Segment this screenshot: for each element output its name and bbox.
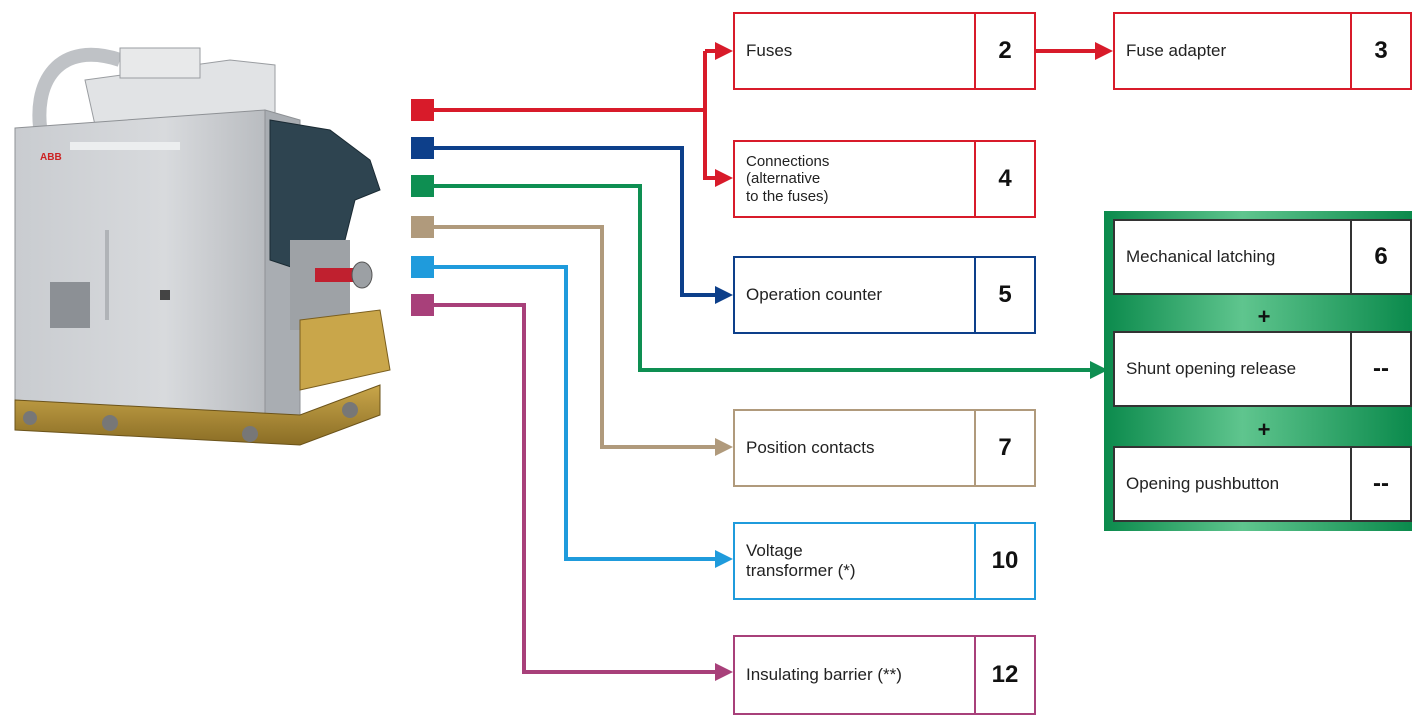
box-fuse-adapter: Fuse adapter 3 <box>1113 12 1412 90</box>
line-blue <box>434 146 715 297</box>
legend-square-tan <box>411 216 434 238</box>
box-fuses: Fuses 2 <box>733 12 1036 90</box>
box-number: 2 <box>974 14 1034 88</box>
plus-sign: + <box>1257 417 1271 442</box>
plus-sign: + <box>1257 304 1271 329</box>
line-cyan <box>434 265 715 561</box>
box-label: Fuses <box>746 41 793 61</box>
legend-square-red <box>411 99 434 121</box>
box-label: Mechanical latching <box>1126 247 1276 267</box>
box-label: Shunt opening release <box>1126 359 1297 379</box>
box-shunt-opening-release: Shunt opening release -- <box>1113 331 1412 407</box>
arrow-red-fuses <box>715 42 733 60</box>
line-magenta <box>434 303 715 674</box>
box-insulating-barrier: Insulating barrier (**) 12 <box>733 635 1036 715</box>
arrow-red-adapter <box>1095 42 1113 60</box>
legend-square-green <box>411 175 434 197</box>
box-number: 4 <box>974 142 1034 216</box>
box-connections: Connections (alternative to the fuses) 4 <box>733 140 1036 218</box>
circuit-breaker-photo: ABB <box>14 47 391 446</box>
box-number: 5 <box>974 258 1034 332</box>
box-position-contacts: Position contacts 7 <box>733 409 1036 487</box>
box-opening-pushbutton: Opening pushbutton -- <box>1113 446 1412 522</box>
arrow-tan-contacts <box>715 438 733 456</box>
box-number: -- <box>1350 333 1410 405</box>
box-mechanical-latching: Mechanical latching 6 <box>1113 219 1412 295</box>
arrow-magenta-barrier <box>715 663 733 681</box>
legend-square-magenta <box>411 294 434 316</box>
box-label: Connections (alternative to the fuses) <box>746 153 830 205</box>
box-number: -- <box>1350 448 1410 520</box>
line-red-branch <box>703 51 715 180</box>
box-number: 12 <box>974 637 1034 713</box>
arrow-green-group <box>1090 361 1108 379</box>
box-label: Operation counter <box>746 285 883 305</box>
arrow-cyan-vt <box>715 550 733 568</box>
line-green <box>434 184 1090 372</box>
box-label: Position contacts <box>746 438 875 458</box>
box-number: 3 <box>1350 14 1410 88</box>
box-operation-counter: Operation counter 5 <box>733 256 1036 334</box>
arrow-red-connections <box>715 169 733 187</box>
line-tan <box>434 225 715 449</box>
box-label: Voltage transformer (*) <box>746 541 856 580</box>
box-number: 7 <box>974 411 1034 485</box>
svg-text:ABB: ABB <box>40 152 62 163</box>
box-label: Fuse adapter <box>1126 41 1227 61</box>
box-label: Insulating barrier (**) <box>746 665 902 685</box>
box-voltage-transformer: Voltage transformer (*) 10 <box>733 522 1036 600</box>
box-number: 10 <box>974 524 1034 598</box>
arrow-blue-counter <box>715 286 733 304</box>
legend-square-blue <box>411 137 434 159</box>
legend-square-cyan <box>411 256 434 278</box>
box-number: 6 <box>1350 221 1410 293</box>
box-label: Opening pushbutton <box>1126 474 1280 494</box>
